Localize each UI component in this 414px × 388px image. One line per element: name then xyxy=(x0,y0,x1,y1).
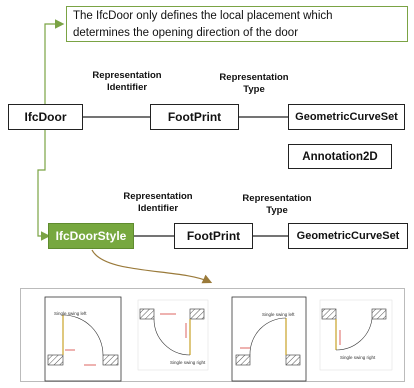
annotation-note: The IfcDoor only defines the local place… xyxy=(66,6,408,42)
door-symbol-1 xyxy=(44,296,122,382)
door-caption-1: Single swing left xyxy=(54,311,87,316)
ifcdoorstyle-node: IfcDoorStyle xyxy=(48,223,134,249)
doorstyle-to-panel-arrow xyxy=(91,249,213,284)
row1-footprint-node: FootPrint xyxy=(150,104,239,130)
row1-identifier-label: Representation Identifier xyxy=(92,70,162,93)
row1-geometriccurveset-node: GeometricCurveSet xyxy=(288,104,405,130)
row1-type-label: Representation Type xyxy=(219,72,289,95)
row2-identifier-label: Representation Identifier xyxy=(123,191,193,214)
row2-type-label: Representation Type xyxy=(242,193,312,216)
door-symbol-4 xyxy=(319,299,393,371)
annotation2d-node: Annotation2D xyxy=(288,144,392,169)
door-to-doorstyle-connector xyxy=(37,130,51,241)
row2-geometriccurveset-node: GeometricCurveSet xyxy=(288,223,408,249)
door-caption-4: Single swing right xyxy=(340,355,376,360)
door-symbol-3 xyxy=(231,296,307,382)
door-symbol-2 xyxy=(137,299,209,371)
door-to-note-connector xyxy=(44,19,65,104)
row2-footprint-node: FootPrint xyxy=(174,223,253,249)
door-caption-2: Single swing right xyxy=(170,360,206,365)
note-line-2: determines the opening direction of the … xyxy=(73,27,299,39)
note-line-1: The IfcDoor only defines the local place… xyxy=(73,10,333,22)
door-caption-3: Single swing left xyxy=(262,312,295,317)
ifcdoor-node: IfcDoor xyxy=(8,104,83,130)
